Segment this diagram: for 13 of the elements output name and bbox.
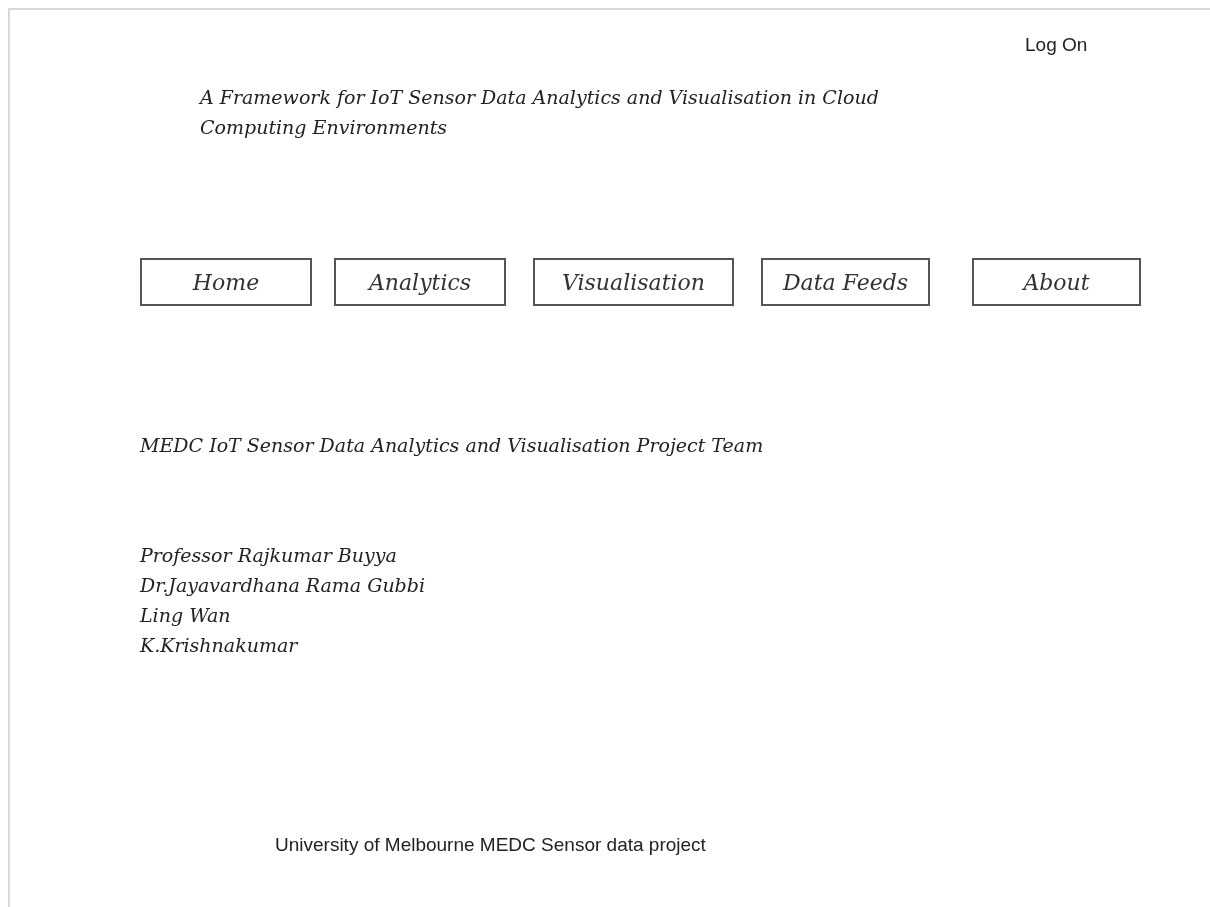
nav-tab: Analytics: [334, 258, 506, 306]
nav-tab: About: [972, 258, 1141, 306]
section-heading: MEDC IoT Sensor Data Analytics and Visualisation Project Team: [140, 433, 765, 458]
footer-text: University of Melbourne MEDC Sensor data project: [275, 833, 707, 857]
team-member-name: Ling Wan: [140, 603, 232, 628]
team-member-name: K.Krishnakumar: [140, 633, 299, 658]
nav-tab: Data Feeds: [761, 258, 930, 306]
nav-tab: Home: [140, 258, 312, 306]
nav-tab: Visualisation: [533, 258, 734, 306]
team-member-name: Professor Rajkumar Buyya: [140, 543, 398, 568]
page-title: A Framework for IoT Sensor Data Analytics and Visualisation in Cloud Computing Environments: [200, 85, 880, 140]
team-member-name: Dr.Jayavardhana Rama Gubbi: [140, 573, 427, 598]
login-link: Log On: [1025, 33, 1089, 57]
